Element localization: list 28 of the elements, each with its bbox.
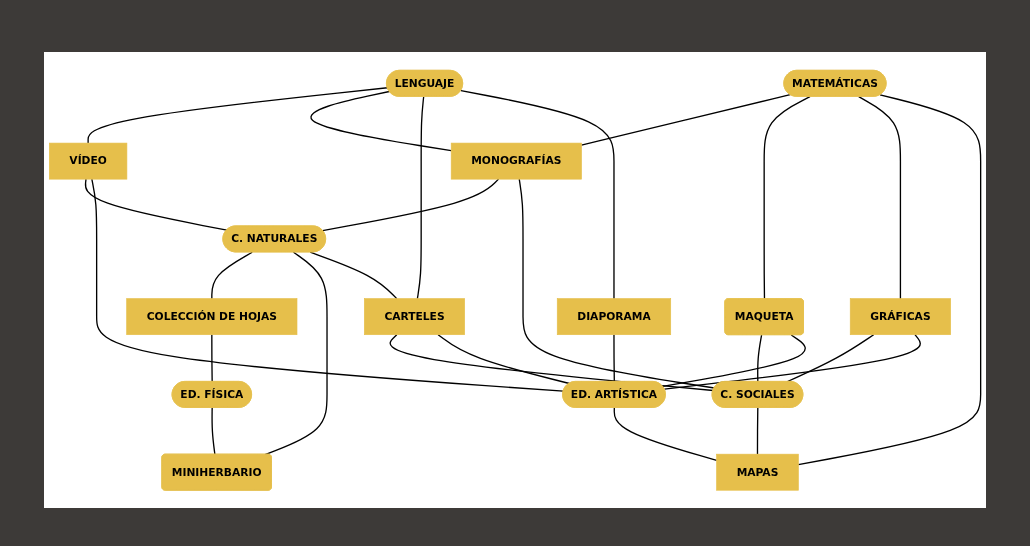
connector xyxy=(309,251,398,300)
connector xyxy=(757,334,763,383)
connector xyxy=(663,333,922,390)
node-box: MONOGRAFÍAS xyxy=(450,142,582,180)
connector xyxy=(756,406,759,455)
connector xyxy=(416,95,425,300)
node-box: MAPAS xyxy=(716,453,799,491)
node-box: DIAPORAMA xyxy=(556,298,672,335)
node-box: COLECCIÓN DE HOJAS xyxy=(126,298,298,335)
connector xyxy=(613,333,615,383)
connector xyxy=(460,89,615,300)
connector xyxy=(518,178,715,389)
connector xyxy=(662,334,806,387)
node-box: GRÁFICAS xyxy=(849,298,951,335)
connector xyxy=(211,333,213,383)
node-box: CARTELES xyxy=(364,298,465,335)
connector xyxy=(858,95,902,300)
node-box: VÍDEO xyxy=(49,142,128,180)
connector xyxy=(321,178,500,231)
connector xyxy=(786,333,875,383)
connector xyxy=(613,406,718,461)
connector xyxy=(310,90,452,152)
connector xyxy=(211,406,216,455)
connector xyxy=(763,95,811,300)
connector xyxy=(87,86,389,144)
connector xyxy=(211,251,253,300)
connector xyxy=(580,93,791,146)
connector xyxy=(797,93,982,465)
